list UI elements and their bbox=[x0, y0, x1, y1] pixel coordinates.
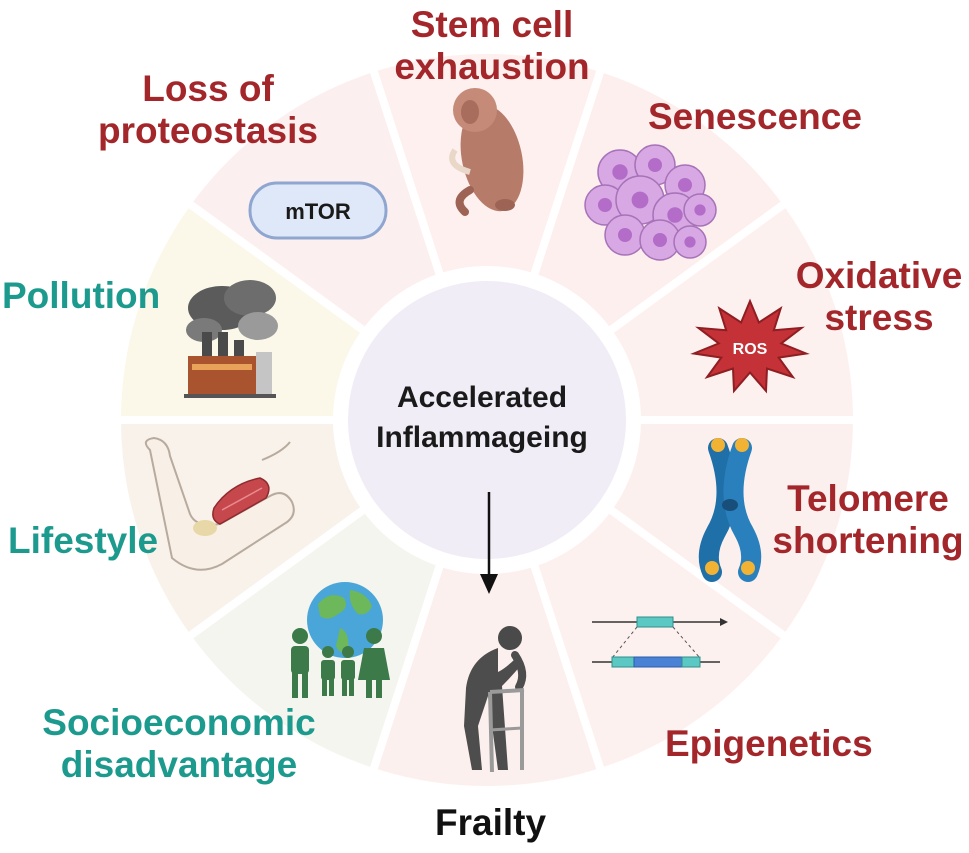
gene-splicing-icon bbox=[592, 616, 728, 668]
mtor-pill-icon: mTOR bbox=[248, 181, 388, 240]
label-socioeconomic-disadvantage: Socioeconomic disadvantage bbox=[42, 702, 316, 785]
label-epigenetics: Epigenetics bbox=[665, 723, 873, 764]
cell-nucleus bbox=[667, 207, 683, 223]
fetus-icon bbox=[449, 88, 524, 216]
cell-nucleus bbox=[618, 228, 632, 242]
cell-nucleus bbox=[612, 164, 628, 180]
center-title-line2: Inflammageing bbox=[376, 421, 588, 454]
cell-nucleus bbox=[631, 191, 649, 209]
label-telomere-shortening: Telomere shortening bbox=[772, 478, 964, 561]
mtor-label: mTOR bbox=[285, 199, 351, 224]
cell-nucleus bbox=[694, 204, 706, 216]
ros-burst-icon: ROS bbox=[690, 298, 810, 394]
senescent-cells-icon bbox=[584, 144, 717, 261]
elderly-walker-icon bbox=[464, 626, 527, 773]
label-loss-of-proteostasis: Loss of proteostasis bbox=[97, 68, 318, 151]
globe-family-icon bbox=[291, 582, 390, 698]
label-frailty: Frailty bbox=[435, 802, 547, 843]
label-senescence: Senescence bbox=[648, 96, 862, 137]
down-arrow-icon bbox=[480, 492, 498, 594]
cell-nucleus bbox=[653, 233, 667, 247]
flexed-arm-icon bbox=[144, 436, 295, 571]
cell-nucleus bbox=[684, 236, 696, 248]
label-stem-cell-exhaustion: Stem cell exhaustion bbox=[394, 4, 590, 87]
cell-nucleus bbox=[598, 198, 612, 212]
label-pollution: Pollution bbox=[2, 275, 161, 316]
center-title: Accelerated Inflammageing bbox=[337, 378, 627, 458]
factory-icon bbox=[184, 280, 278, 398]
cell-nucleus bbox=[648, 158, 662, 172]
ros-label: ROS bbox=[733, 341, 768, 358]
center-circle bbox=[334, 267, 640, 573]
label-oxidative-stress: Oxidative stress bbox=[795, 255, 963, 338]
center-title-line1: Accelerated bbox=[396, 381, 568, 414]
chromosome-icon bbox=[698, 438, 762, 582]
label-lifestyle: Lifestyle bbox=[8, 520, 159, 561]
cell-nucleus bbox=[678, 178, 692, 192]
